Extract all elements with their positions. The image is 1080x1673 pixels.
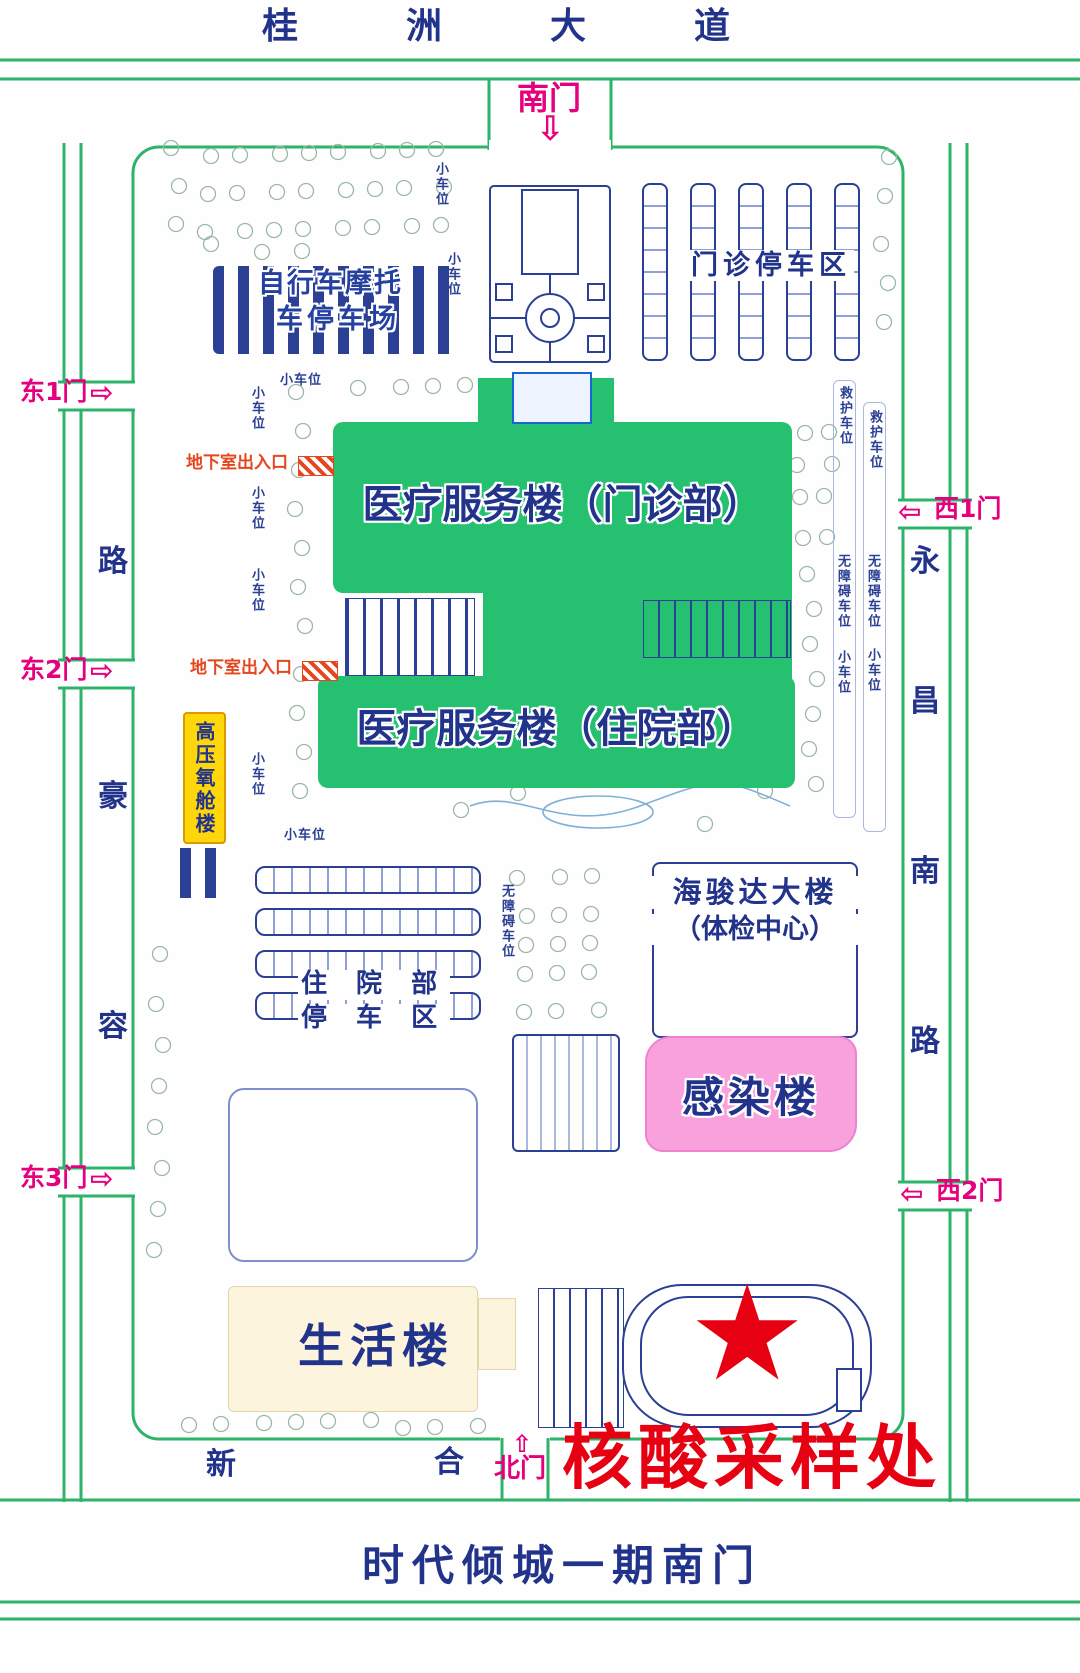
small-car-label: 小车位	[433, 162, 448, 207]
roadside-parking-strip	[863, 402, 886, 832]
left-road-char-1: 路	[98, 544, 128, 579]
top-road-name: 桂洲大道	[262, 6, 839, 47]
outpatient-building-label: 医疗服务楼（门诊部）	[362, 482, 763, 528]
south-gate-arrow-icon: ⇩	[536, 109, 565, 149]
small-structure	[512, 1034, 620, 1152]
east-gate-2-arrow-icon: ⇨	[90, 654, 114, 687]
right-road-char-1: 永	[910, 544, 940, 579]
sampling-booth	[836, 1368, 862, 1412]
east-gate-1-arrow-icon: ⇨	[90, 376, 114, 409]
hyperbaric-building: 高压氧舱楼	[183, 712, 226, 844]
west-gate-2-label: 西2门	[936, 1176, 1004, 1205]
infection-building-label: 感染楼	[681, 1072, 820, 1122]
bottom-center-parking	[538, 1288, 624, 1428]
small-car-label: 小车位	[865, 648, 880, 693]
right-road-char-4: 路	[910, 1024, 940, 1059]
small-car-label: 小车位	[284, 828, 327, 843]
life-building-label: 生活楼	[298, 1319, 454, 1373]
east-gate-1-label: 东1门	[20, 377, 88, 406]
haijunda-label-line1: 海骏达大楼	[652, 875, 858, 910]
basement-access-label-1: 地下室出入口	[186, 453, 288, 473]
ambulance-space-label: 救护车位	[837, 386, 852, 446]
basement-access-hatch-2	[302, 661, 338, 681]
outpatient-parking-label: 门诊停车区	[688, 250, 854, 282]
bike-parking-label-line2: 车停车场	[276, 304, 400, 335]
nucleic-sampling-label: 核酸采样处	[562, 1417, 942, 1499]
west-gate-2-arrow-icon: ⇦	[900, 1177, 924, 1210]
north-gate-label: 北门	[494, 1454, 547, 1484]
bottom-road-char-right: 合	[434, 1445, 464, 1480]
courtyard-pond	[469, 782, 791, 829]
life-building-annex	[478, 1298, 516, 1370]
small-car-label: 小车位	[249, 386, 264, 431]
right-road-char-2: 昌	[910, 684, 940, 719]
roadside-parking-strip	[833, 380, 856, 818]
bottom-road-name: 时代倾城一期南门	[362, 1541, 763, 1590]
east-gate-3-label: 东3门	[20, 1163, 88, 1192]
inpatient-building-label: 医疗服务楼（住院部）	[356, 706, 757, 752]
small-car-label: 小车位	[249, 486, 264, 531]
medical-building-inpatient	[318, 676, 795, 788]
ambulance-space-label: 救护车位	[867, 410, 882, 470]
sampling-area-inner	[640, 1296, 854, 1416]
inpatient-parking-row	[255, 908, 481, 936]
gate-gaps	[58, 140, 972, 1500]
small-car-label: 小车位	[280, 373, 323, 388]
accessible-space-label: 无障碍车位	[499, 884, 514, 959]
main-lobby-block	[512, 372, 592, 424]
bike-parking-label-line1: 自行车摩托	[258, 268, 403, 299]
accessible-space-label: 无障碍车位	[835, 554, 850, 629]
west-gate-1-arrow-icon: ⇦	[898, 495, 922, 528]
open-lot	[228, 1088, 478, 1262]
east-gate-2-label: 东2门	[20, 655, 88, 684]
basement-access-hatch-1	[298, 456, 334, 476]
inpatient-parking-row	[255, 866, 481, 894]
small-car-label: 小车位	[835, 650, 850, 695]
haijunda-label-line2: （体检中心）	[652, 914, 858, 946]
left-road-char-2: 豪	[98, 779, 128, 814]
south-entrance-structure	[489, 185, 611, 363]
hyperbaric-building-label: 高压氧舱楼	[192, 720, 216, 836]
inpatient-parking-label-line2: 停 车 区	[298, 1003, 451, 1034]
small-car-label: 小车位	[445, 252, 460, 297]
inpatient-parking-label-line1: 住 院 部	[298, 969, 451, 1000]
mid-left-parking-bars	[345, 598, 475, 676]
accessible-space-label: 无障碍车位	[865, 554, 880, 629]
mid-right-parking-bars	[643, 600, 791, 658]
bottom-road-char-left: 新	[206, 1447, 236, 1482]
small-car-label: 小车位	[249, 752, 264, 797]
basement-access-label-2: 地下室出入口	[190, 658, 292, 678]
north-gate-arrow-icon: ⇧	[512, 1430, 533, 1458]
right-road-char-3: 南	[910, 854, 940, 889]
life-building	[228, 1286, 478, 1412]
east-gate-3-arrow-icon: ⇨	[90, 1162, 114, 1195]
star-icon: ★	[688, 1257, 807, 1411]
south-gate-label: 南门	[517, 79, 582, 117]
west-gate-1-label: 西1门	[934, 494, 1002, 523]
small-parking-block	[180, 848, 230, 898]
infection-building: 感染楼	[645, 1036, 857, 1152]
left-road-char-3: 容	[98, 1009, 128, 1044]
bike-parking-area	[213, 266, 457, 354]
small-car-label: 小车位	[249, 568, 264, 613]
